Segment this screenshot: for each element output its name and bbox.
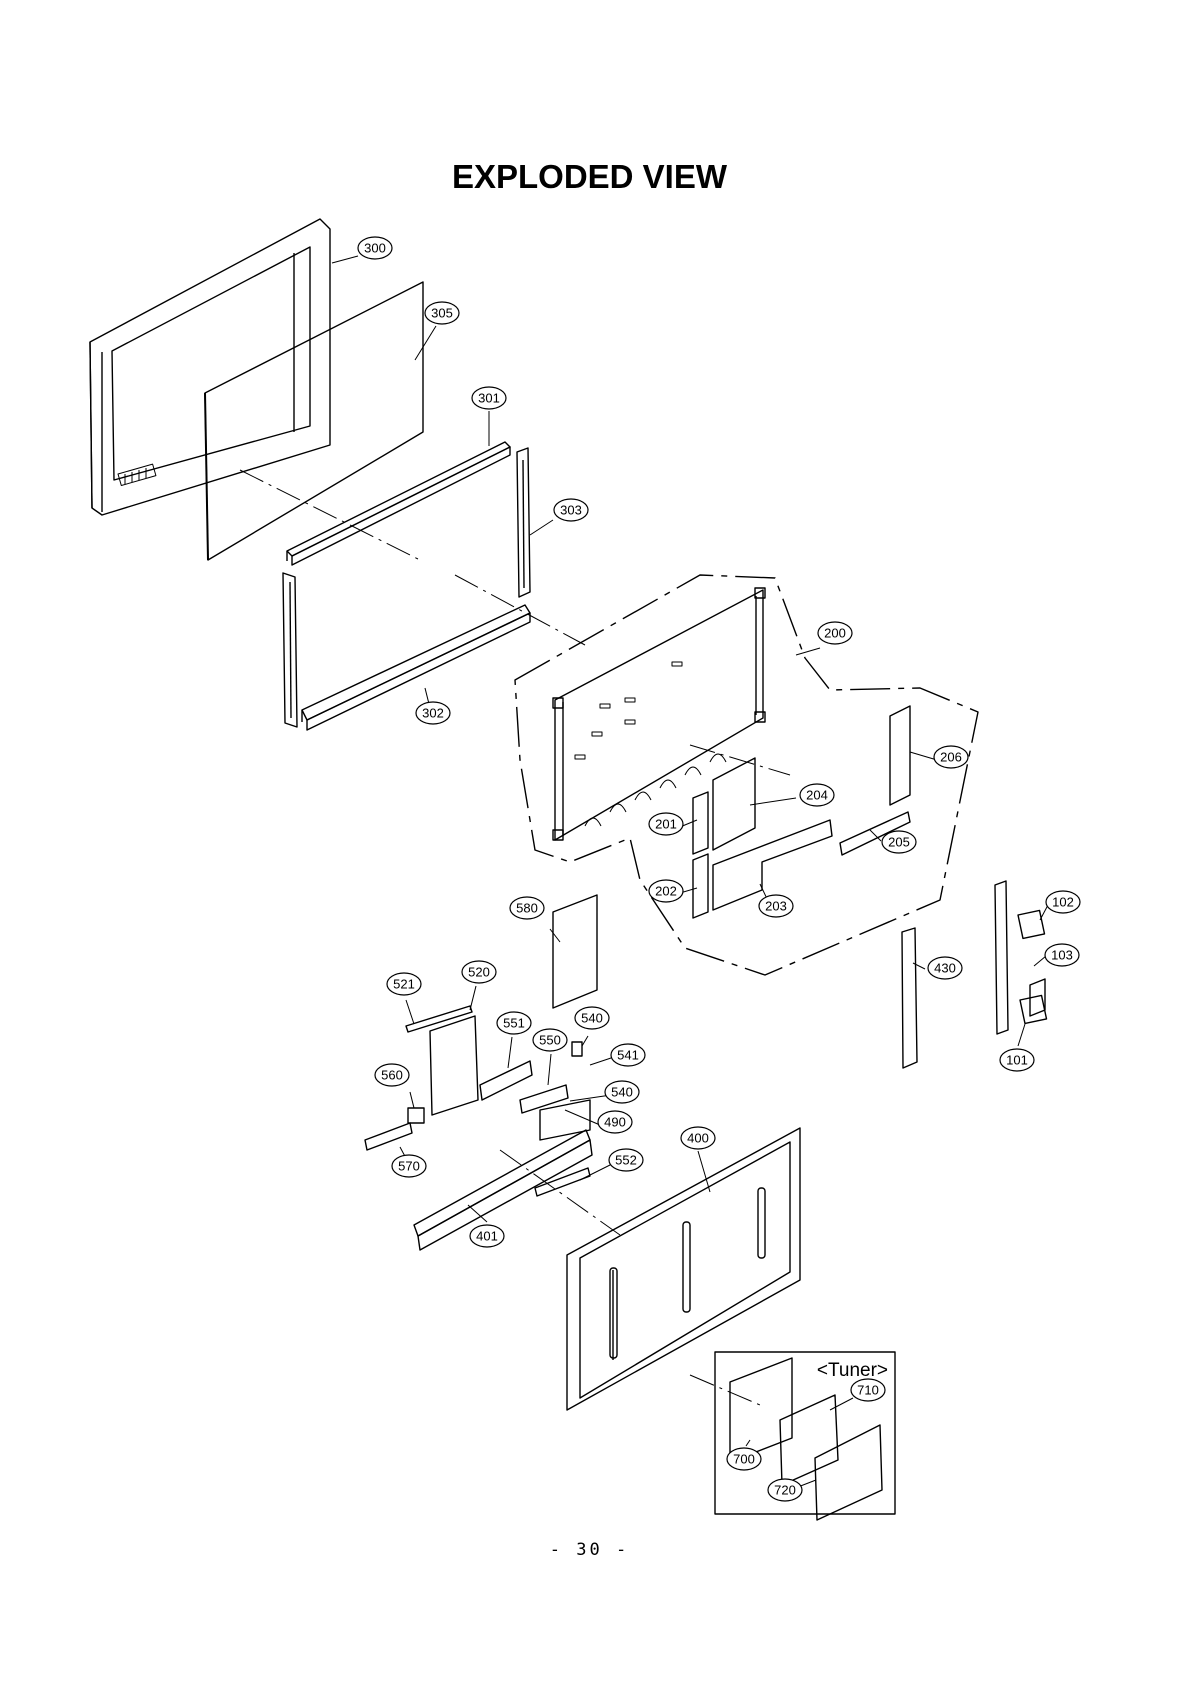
- callout-label: 205: [888, 835, 910, 850]
- callout-430: 430: [928, 957, 962, 979]
- board-520: [430, 1016, 478, 1115]
- callout-label: 541: [617, 1048, 639, 1063]
- callout-560: 560: [375, 1064, 409, 1086]
- callout-720: 720: [768, 1479, 802, 1501]
- callout-label: 580: [516, 901, 538, 916]
- callout-303: 303: [554, 499, 588, 521]
- rail-401: [414, 1130, 590, 1236]
- callout-204: 204: [800, 784, 834, 806]
- callout-label: 206: [940, 750, 962, 765]
- callout-540: 540: [575, 1007, 609, 1029]
- callout-710: 710: [851, 1379, 885, 1401]
- callout-301: 301: [472, 387, 506, 409]
- callout-label: 560: [381, 1068, 403, 1083]
- callout-label: 305: [431, 306, 453, 321]
- pcb-group-outline: [515, 575, 978, 975]
- callout-label: 540: [611, 1085, 633, 1100]
- callout-400: 400: [681, 1127, 715, 1149]
- part-540-small: [572, 1042, 582, 1056]
- fan-bracket: [995, 881, 1008, 1034]
- fan-102: [1018, 910, 1045, 938]
- callout-570: 570: [392, 1155, 426, 1177]
- callout-206: 206: [934, 746, 968, 768]
- callout-520: 520: [462, 961, 496, 983]
- callout-label: 300: [364, 241, 386, 256]
- callout-label: 101: [1006, 1053, 1028, 1068]
- bracket-430: [902, 928, 917, 1068]
- callout-label: 203: [765, 899, 787, 914]
- board-204: [713, 758, 755, 850]
- board-202: [693, 854, 708, 918]
- callout-551: 551: [497, 1012, 531, 1034]
- board-700: [730, 1358, 792, 1462]
- callout-label: 570: [398, 1159, 420, 1174]
- callout-label: 540: [581, 1011, 603, 1026]
- top-bracket-part: [287, 442, 510, 565]
- callout-305: 305: [425, 302, 459, 324]
- bracket-490: [540, 1100, 590, 1140]
- board-580: [553, 895, 597, 1008]
- callout-label: 202: [655, 884, 677, 899]
- callout-label: 302: [422, 706, 444, 721]
- callout-label: 552: [615, 1153, 637, 1168]
- callout-label: 103: [1051, 948, 1073, 963]
- small-board-206: [890, 706, 910, 805]
- callout-label: 102: [1052, 895, 1074, 910]
- callout-103: 103: [1045, 944, 1079, 966]
- callout-550: 550: [533, 1029, 567, 1051]
- callout-202: 202: [649, 880, 683, 902]
- callout-540: 540: [605, 1081, 639, 1103]
- board-551: [480, 1061, 532, 1100]
- callout-490: 490: [598, 1111, 632, 1133]
- callout-203: 203: [759, 895, 793, 917]
- page-number: - 30 -: [0, 1540, 1179, 1560]
- callout-label: 550: [539, 1033, 561, 1048]
- callout-label: 551: [503, 1016, 525, 1031]
- callout-580: 580: [510, 897, 544, 919]
- board-570: [365, 1123, 412, 1150]
- callout-102: 102: [1046, 891, 1080, 913]
- callout-541: 541: [611, 1044, 645, 1066]
- callout-201: 201: [649, 813, 683, 835]
- board-720: [815, 1425, 882, 1520]
- callout-label: 303: [560, 503, 582, 518]
- callout-200: 200: [818, 622, 852, 644]
- callout-300: 300: [358, 237, 392, 259]
- callout-label: 401: [476, 1229, 498, 1244]
- callout-521: 521: [387, 973, 421, 995]
- callout-label: 430: [934, 961, 956, 976]
- callout-label: 200: [824, 626, 846, 641]
- callout-label: 720: [774, 1483, 796, 1498]
- front-bezel-part: [90, 219, 330, 515]
- callout-101: 101: [1000, 1049, 1034, 1071]
- front-glass-part: [205, 282, 423, 560]
- callout-552: 552: [609, 1149, 643, 1171]
- callout-label: 521: [393, 977, 415, 992]
- tuner-inset-label: <Tuner>: [817, 1360, 888, 1381]
- callout-205: 205: [882, 831, 916, 853]
- callout-label: 201: [655, 817, 677, 832]
- right-bracket-part: [517, 448, 530, 597]
- callout-label: 400: [687, 1131, 709, 1146]
- callout-302: 302: [416, 702, 450, 724]
- fan-101: [1020, 995, 1047, 1023]
- callout-700: 700: [727, 1448, 761, 1470]
- callout-label: 301: [478, 391, 500, 406]
- board-560: [408, 1108, 424, 1123]
- board-201: [693, 792, 708, 854]
- callout-label: 204: [806, 788, 828, 803]
- main-board-part: [553, 588, 765, 840]
- callout-label: 490: [604, 1115, 626, 1130]
- callout-label: 520: [468, 965, 490, 980]
- callout-label: 700: [733, 1452, 755, 1467]
- callout-label: 710: [857, 1383, 879, 1398]
- left-bracket-part: [283, 573, 297, 727]
- callout-401: 401: [470, 1225, 504, 1247]
